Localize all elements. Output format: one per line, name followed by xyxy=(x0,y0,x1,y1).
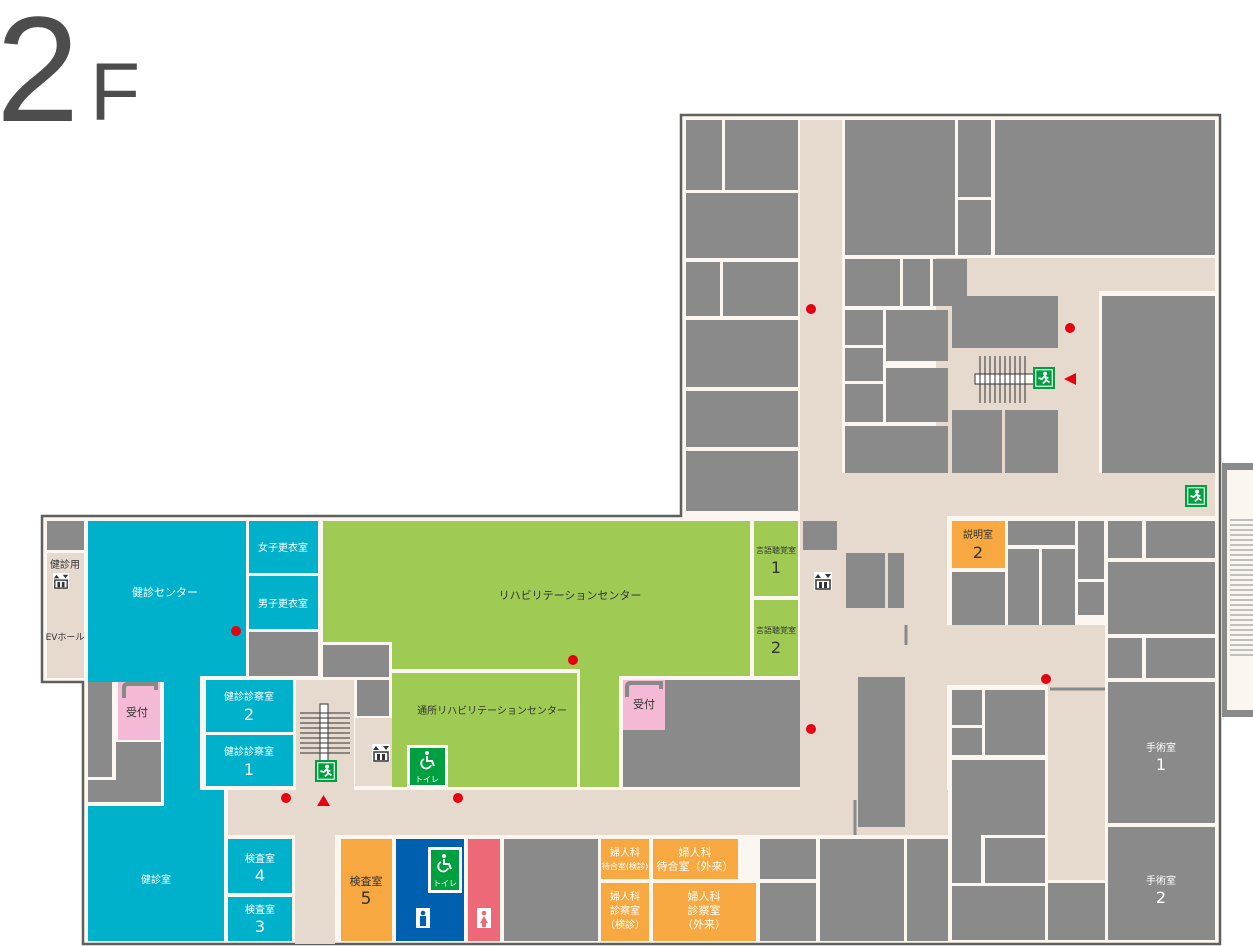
elevator-icon xyxy=(53,573,69,589)
label-day-rehab-center: 通所リハビリテーションセンター xyxy=(417,705,567,717)
label-gyn-exam-checkup-sub: 診察室 xyxy=(610,904,640,917)
label-surgery-2-num: 2 xyxy=(1156,888,1166,907)
label-inspect-4-num: 4 xyxy=(255,866,265,885)
rooms-checkup xyxy=(88,521,318,941)
red-dot-marker xyxy=(231,304,1075,803)
label-reception-mid: 受付 xyxy=(633,698,655,711)
toilet-label-center: トイレ xyxy=(415,775,439,784)
stairs-icon-north xyxy=(974,356,1036,403)
label-kenshin-center: 健診センター xyxy=(132,585,198,599)
label-inspect-5: 検査室 xyxy=(350,874,383,888)
label-speech-room-1-num: 1 xyxy=(771,558,781,577)
label-gyn-wait-checkup-sub: 待合室(検診) xyxy=(602,861,648,871)
label-gyn-exam-checkup-sub2: （検診） xyxy=(605,918,645,931)
label-ev-hall: EVホール xyxy=(46,632,85,643)
male-icon xyxy=(416,908,430,928)
label-reception-left: 受付 xyxy=(126,706,148,719)
label-gyn-exam-checkup: 婦人科 xyxy=(610,890,640,903)
label-surgery-1: 手術室 xyxy=(1146,741,1176,754)
label-surgery-1-num: 1 xyxy=(1156,755,1166,774)
emergency-exit-icon xyxy=(315,760,337,782)
label-gyn-exam-out-sub: 診察室 xyxy=(688,903,721,917)
elevator-icon xyxy=(372,744,390,762)
label-speech-room-2: 言語聴覚室 xyxy=(756,625,796,635)
red-triangle-marker xyxy=(317,373,1076,806)
label-kenshin-exam-2: 健診診察室 xyxy=(224,690,274,703)
emergency-exit-icon xyxy=(1185,485,1207,507)
label-kenshin-room: 健診室 xyxy=(141,873,171,886)
label-inspect-3: 検査室 xyxy=(245,903,275,916)
label-gyn-exam-out: 婦人科 xyxy=(688,889,721,903)
rooms-gray xyxy=(47,120,1215,941)
label-rehab-center: リハビリテーションセンター xyxy=(499,589,642,602)
label-gyn-exam-out-sub2: （外来） xyxy=(682,918,726,931)
reception-mid xyxy=(623,680,665,730)
label-men-locker: 男子更衣室 xyxy=(258,597,308,610)
elevator-icon xyxy=(814,572,832,590)
floor-number: 2 xyxy=(0,0,79,153)
label-gyn-wait-out: 婦人科 xyxy=(679,845,712,859)
toilet-label-south: トイレ xyxy=(433,879,457,888)
rooms-exam xyxy=(341,521,1005,941)
label-speech-room-2-num: 2 xyxy=(771,638,781,657)
label-inspect-4: 検査室 xyxy=(245,852,275,865)
label-explain-2-num: 2 xyxy=(973,543,983,562)
emergency-exit-icon xyxy=(1033,367,1055,389)
floor-title: 2 F xyxy=(0,0,140,153)
east-stair-strip xyxy=(1222,463,1253,717)
label-speech-room-1: 言語聴覚室 xyxy=(756,545,796,555)
label-inspect-3-num: 3 xyxy=(255,917,265,936)
label-women-locker: 女子更衣室 xyxy=(258,541,308,554)
label-gyn-wait-checkup: 婦人科 xyxy=(610,846,640,859)
label-kenshin-ev: 健診用 xyxy=(50,558,80,571)
stairs-icon xyxy=(300,703,350,767)
floor-suffix: F xyxy=(90,47,140,138)
label-kenshin-exam-1: 健診診察室 xyxy=(224,745,274,758)
label-explain-2: 説明室 xyxy=(963,528,993,541)
label-kenshin-exam-2-num: 2 xyxy=(244,705,254,724)
room-labels: 健診センター 女子更衣室 男子更衣室 リハビリテーションセンター 通所リハビリテ… xyxy=(46,528,1176,936)
label-inspect-5-num: 5 xyxy=(361,889,372,909)
label-gyn-wait-out-sub: 待合室（外来） xyxy=(657,859,734,873)
label-kenshin-exam-1-num: 1 xyxy=(244,760,254,779)
female-icon xyxy=(477,908,491,928)
label-surgery-2: 手術室 xyxy=(1146,874,1176,887)
